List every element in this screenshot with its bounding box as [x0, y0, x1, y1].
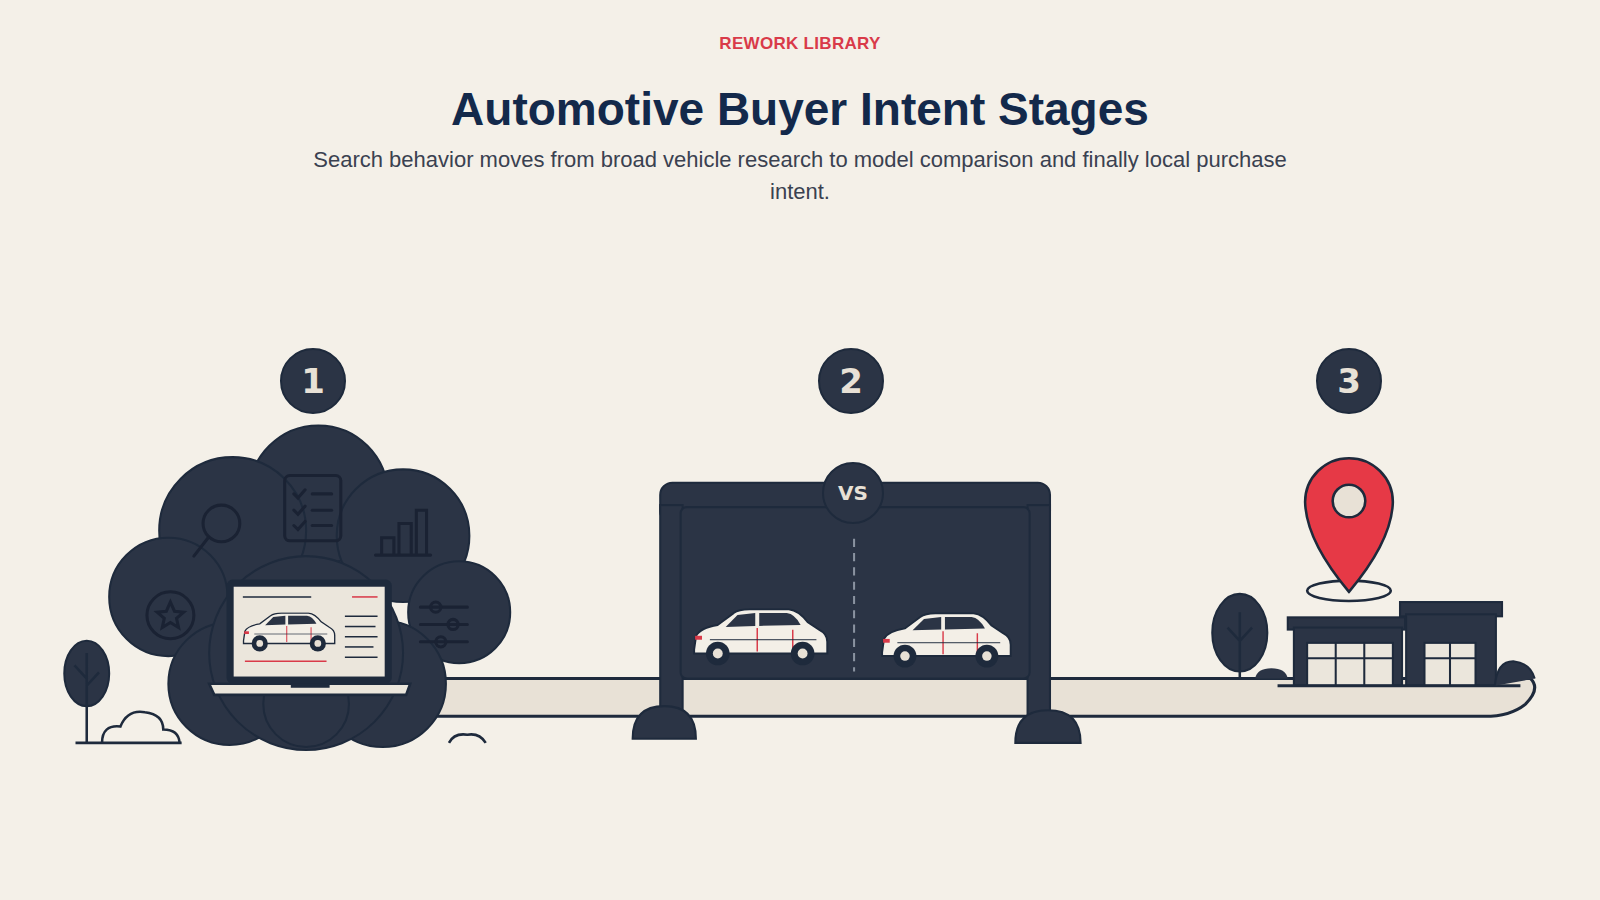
diagram-title: Automotive Buyer Intent Stages: [0, 82, 1600, 136]
kicker-label: REWORK LIBRARY: [0, 34, 1600, 54]
diagram-caption: Search behavior moves from broad vehicle…: [290, 144, 1310, 208]
versus-badge: VS: [822, 462, 884, 524]
stage-number: 2: [818, 348, 884, 414]
stage-number: 1: [280, 348, 346, 414]
node-text: VS: [838, 481, 868, 505]
node-text: 3: [1337, 361, 1361, 401]
node-text: 2: [839, 361, 863, 401]
stage-number: 3: [1316, 348, 1382, 414]
node-text: 1: [301, 361, 325, 401]
